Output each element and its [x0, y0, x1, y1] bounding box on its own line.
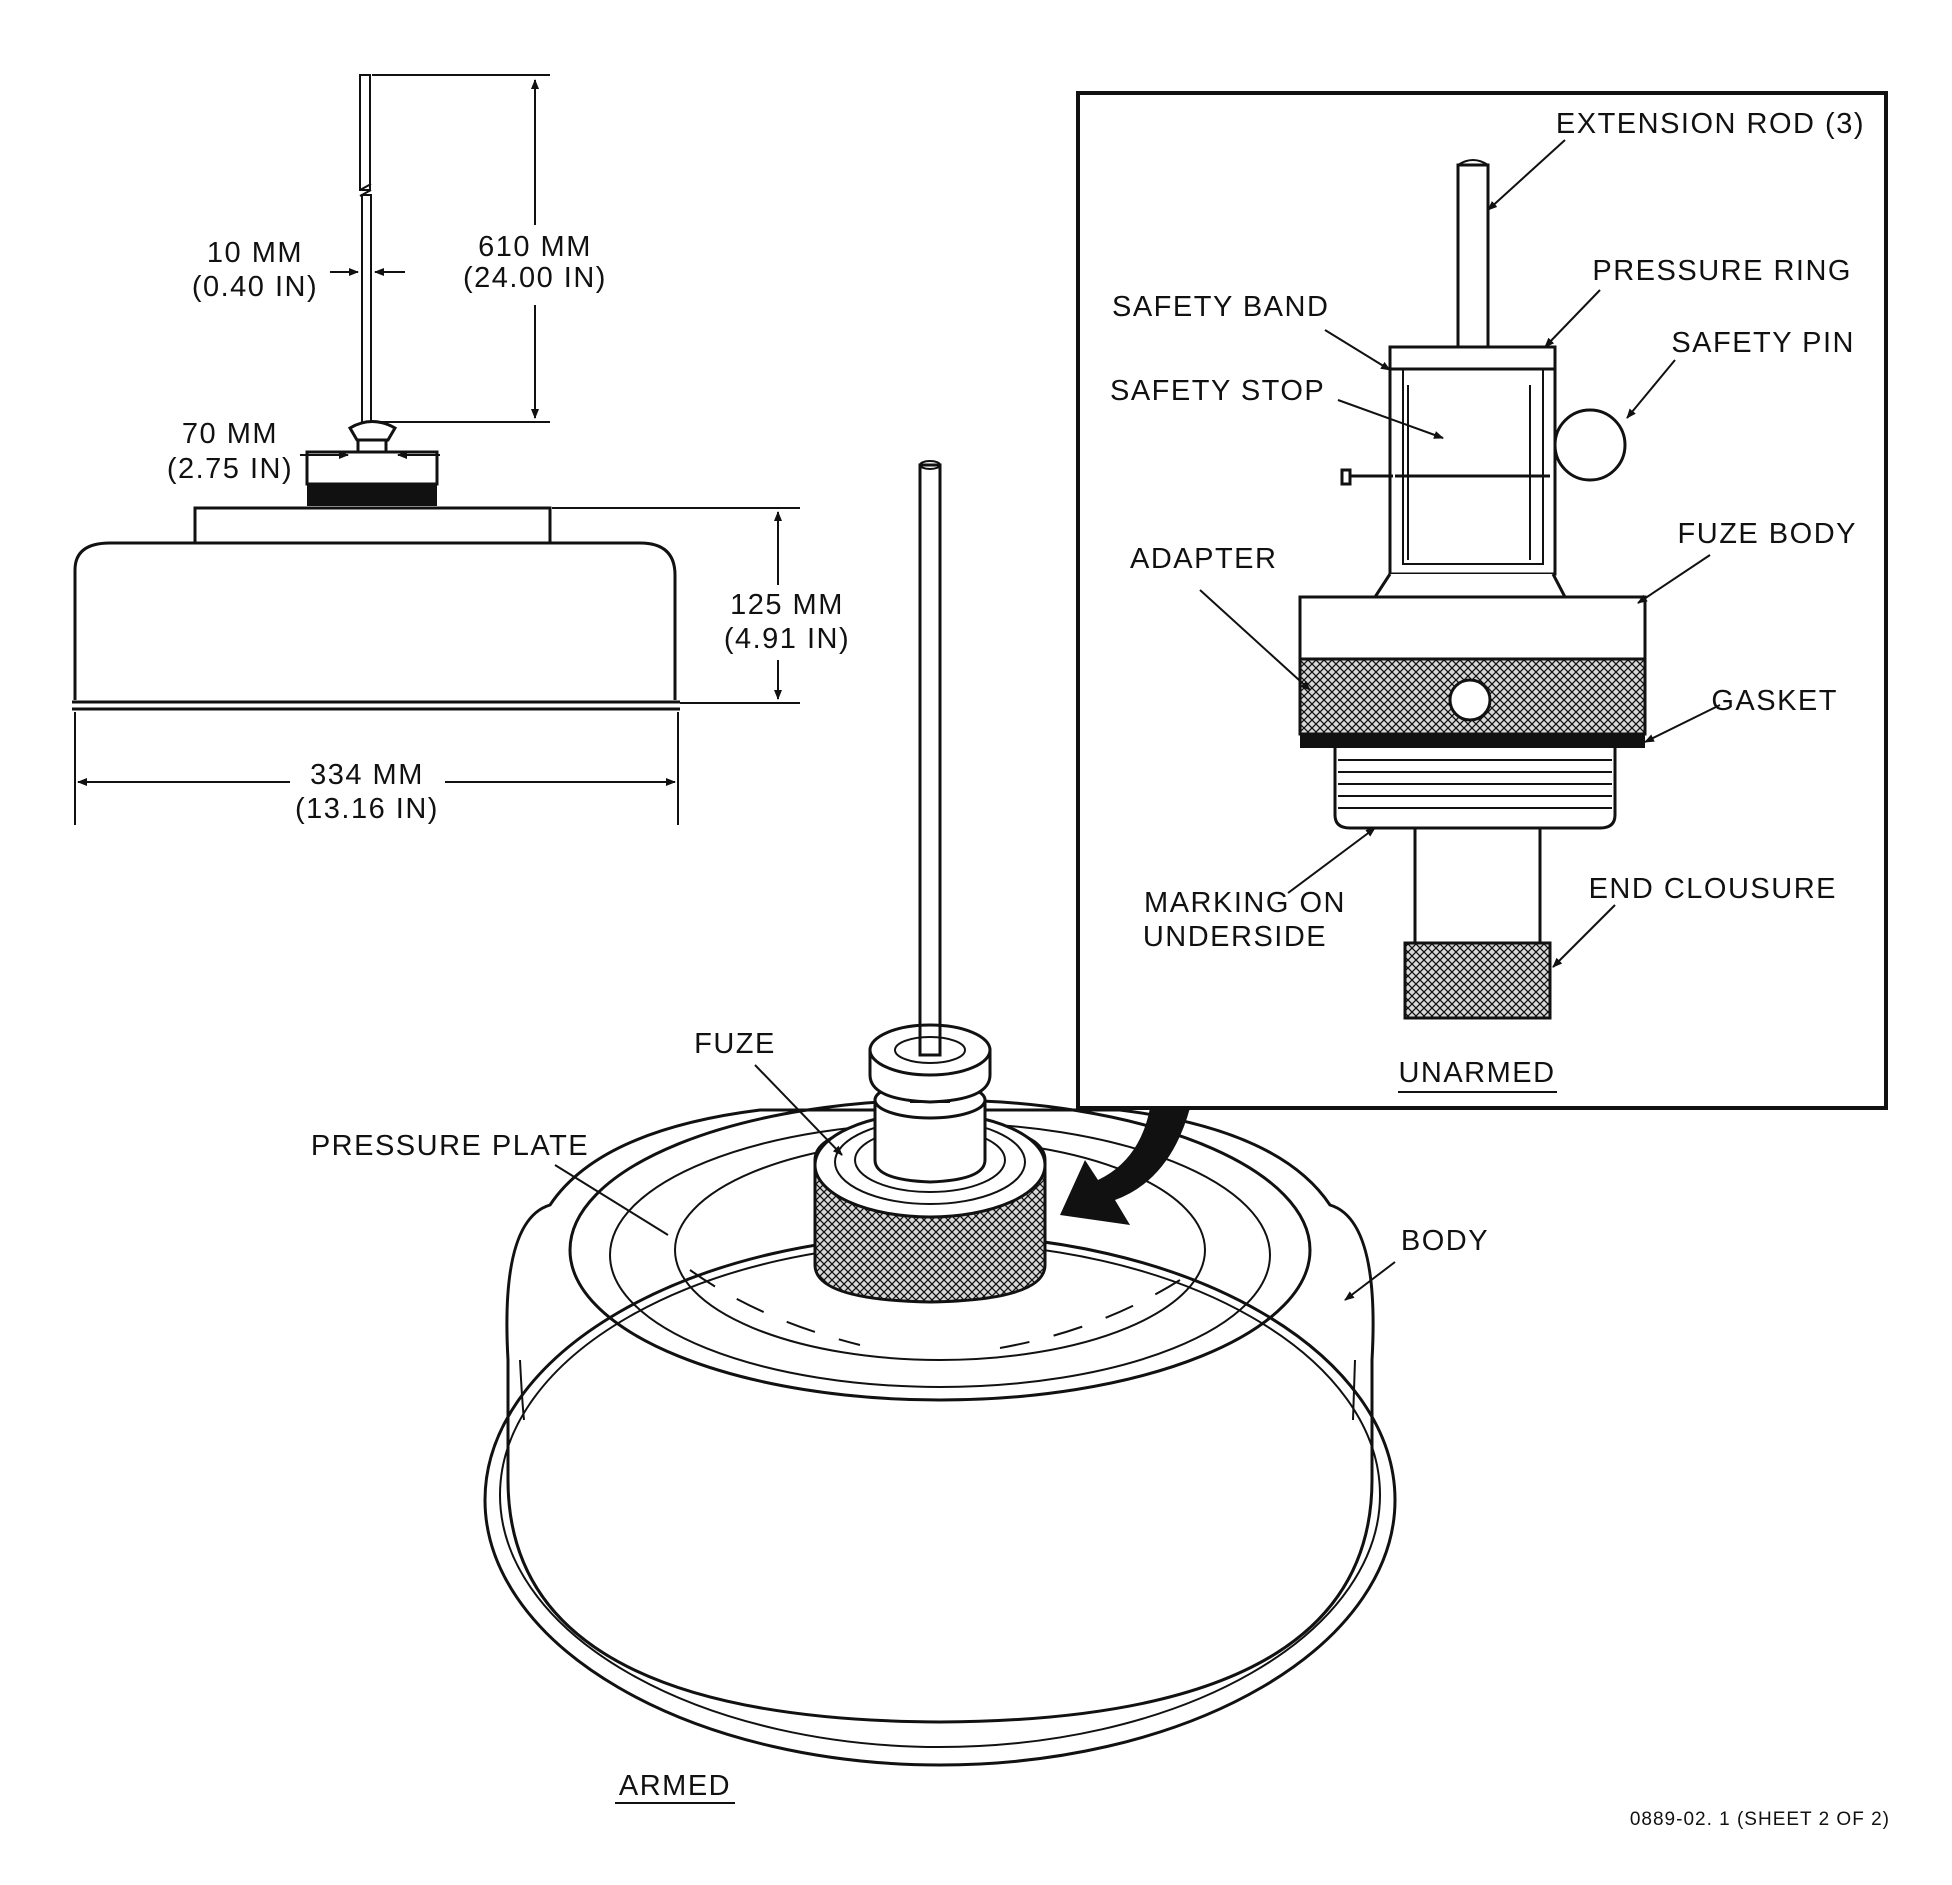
figure-reference: 0889-02. 1 (SHEET 2 OF 2) — [1630, 1809, 1890, 1830]
dim-rod-diameter: 10 MM (0.40 IN) — [192, 237, 405, 303]
dim-mine-height-in: (4.91 IN) — [724, 623, 850, 655]
label-extension-rod: EXTENSION ROD (3) — [1556, 108, 1865, 140]
dim-fuze-diameter-in: (2.75 IN) — [167, 453, 293, 485]
armed-extension-rod — [918, 463, 942, 1057]
armed-view: FUZE PRESSURE PLATE BODY ARMED — [311, 460, 1489, 1804]
inset-gasket — [1300, 734, 1645, 748]
dim-fuze-diameter-mm: 70 MM — [182, 418, 278, 450]
label-end-closure: END CLOUSURE — [1589, 873, 1837, 905]
inset-safety-band — [1340, 345, 1627, 599]
side-extension-rod — [359, 74, 372, 426]
label-marking-line1: MARKING ON — [1144, 887, 1346, 919]
label-pressure-ring: PRESSURE RING — [1592, 255, 1852, 287]
unarmed-inset: EXTENSION ROD (3) PRESSURE RING SAFETY B… — [1076, 91, 1888, 1110]
label-safety-stop: SAFETY STOP — [1110, 375, 1325, 407]
mine-base-rim — [483, 1233, 1397, 1767]
armed-fuze — [813, 1023, 1047, 1304]
dim-rod-length-mm: 610 MM — [478, 231, 592, 263]
dim-mine-diameter: 334 MM (13.16 IN) — [74, 712, 679, 825]
label-pressure-plate: PRESSURE PLATE — [311, 1130, 589, 1162]
label-safety-band: SAFETY BAND — [1112, 291, 1329, 323]
label-safety-pin: SAFETY PIN — [1671, 327, 1855, 359]
side-mine-body — [72, 506, 680, 711]
inset-frame — [1076, 91, 1888, 1110]
label-fuze: FUZE — [694, 1028, 776, 1060]
dim-rod-length-in: (24.00 IN) — [463, 262, 607, 294]
inset-fuze-body — [1298, 595, 1647, 661]
side-view: 10 MM (0.40 IN) 610 MM (24.00 IN) 70 MM … — [72, 74, 850, 825]
armed-caption: ARMED — [619, 1770, 731, 1802]
inset-end-closure — [1403, 941, 1552, 1020]
mine-body — [505, 1108, 1375, 1724]
dim-mine-diameter-mm: 334 MM — [310, 759, 424, 791]
label-adapter: ADAPTER — [1130, 543, 1277, 575]
dim-mine-height: 125 MM (4.91 IN) — [552, 507, 850, 704]
label-gasket: GASKET — [1711, 685, 1838, 717]
label-fuze-body: FUZE BODY — [1678, 518, 1857, 550]
unarmed-caption: UNARMED — [1398, 1057, 1555, 1089]
dim-mine-diameter-in: (13.16 IN) — [295, 793, 439, 825]
side-fuze — [305, 420, 439, 506]
label-body: BODY — [1401, 1225, 1489, 1257]
dim-rod-diameter-in: (0.40 IN) — [192, 271, 318, 303]
dim-mine-height-mm: 125 MM — [730, 589, 844, 621]
dim-rod-diameter-mm: 10 MM — [207, 237, 303, 269]
dim-rod-length: 610 MM (24.00 IN) — [372, 74, 607, 423]
dim-fuze-diameter: 70 MM (2.75 IN) — [167, 418, 440, 485]
label-marking-line2: UNDERSIDE — [1143, 921, 1327, 953]
safety-pin-ring — [1553, 408, 1627, 482]
inset-pointer-arrow — [1060, 1108, 1190, 1225]
